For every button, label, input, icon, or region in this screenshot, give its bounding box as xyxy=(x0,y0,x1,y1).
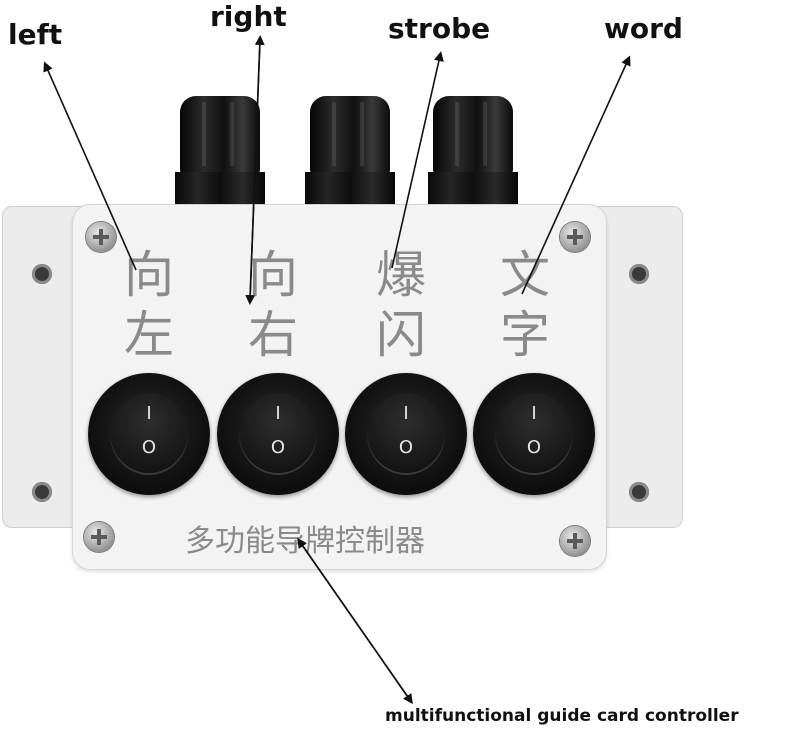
callout-word-label: word xyxy=(604,12,683,45)
mounting-hole xyxy=(32,482,52,502)
mounting-hole xyxy=(32,264,52,284)
switch-label-word-top: 文 xyxy=(500,246,550,304)
screw-icon xyxy=(560,222,590,252)
switch-label-right-bottom: 右 xyxy=(248,306,298,364)
arrow-word xyxy=(521,55,631,295)
switch-label-strobe-top: 爆 xyxy=(376,246,426,304)
arrow-left xyxy=(43,61,137,271)
switch-off-mark: O xyxy=(526,437,542,458)
switch-label-strobe-bottom: 闪 xyxy=(376,306,426,364)
switch-label-left-top: 向 xyxy=(124,246,174,304)
callout-right-label: right xyxy=(210,0,287,33)
switch-off-mark: O xyxy=(141,437,157,458)
arrow-strobe xyxy=(391,51,444,269)
screw-icon xyxy=(84,522,114,552)
callout-product-label: multifunctional guide card controller xyxy=(385,706,739,726)
callout-left-label: left xyxy=(8,18,63,51)
mounting-hole xyxy=(629,482,649,502)
screw-icon xyxy=(86,222,116,252)
arrow-right-base xyxy=(245,39,261,305)
switch-off-mark: O xyxy=(398,437,414,458)
left-rocker-switch[interactable]: I O xyxy=(88,373,210,495)
screw-icon xyxy=(560,526,590,556)
callout-strobe-label: strobe xyxy=(388,12,491,45)
switch-label-word-bottom: 字 xyxy=(500,306,550,364)
switch-on-mark: I xyxy=(275,403,281,424)
switch-label-right-top: 向 xyxy=(248,246,298,304)
word-rocker-switch[interactable]: I O xyxy=(473,373,595,495)
switch-on-mark: I xyxy=(403,403,409,424)
switch-on-mark: I xyxy=(531,403,537,424)
cable-gland-3 xyxy=(428,96,518,216)
switch-label-left-bottom: 左 xyxy=(124,306,174,364)
strobe-rocker-switch[interactable]: I O xyxy=(345,373,467,495)
arrow-product-base xyxy=(299,541,413,705)
switch-off-mark: O xyxy=(270,437,286,458)
right-rocker-switch[interactable]: I O xyxy=(217,373,339,495)
mounting-hole xyxy=(629,264,649,284)
switch-on-mark: I xyxy=(146,403,152,424)
